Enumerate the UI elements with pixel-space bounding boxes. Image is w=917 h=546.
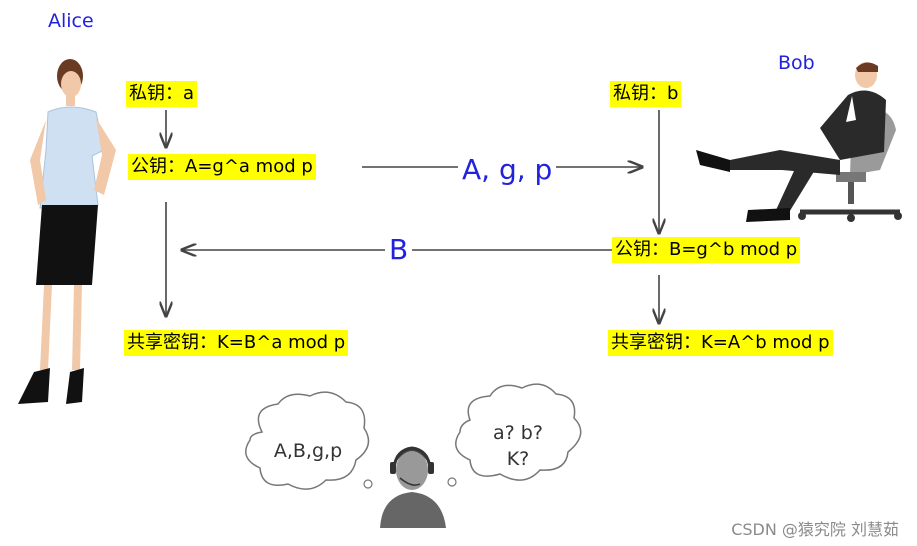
alice-figure bbox=[18, 59, 116, 404]
bob-figure bbox=[696, 62, 902, 222]
bob-private-key: 私钥：b bbox=[610, 81, 681, 107]
alice-shared-key: 共享密钥：K=B^a mod p bbox=[124, 330, 348, 356]
bob-name: Bob bbox=[778, 52, 815, 74]
transmission-to-bob: A, g, p bbox=[458, 154, 556, 186]
question-line-2: K? bbox=[468, 446, 568, 472]
bob-public-key: 公钥：B=g^b mod p bbox=[612, 237, 800, 263]
alice-name: Alice bbox=[48, 10, 94, 32]
eavesdropper-figure bbox=[380, 447, 446, 528]
alice-public-key: 公钥：A=g^a mod p bbox=[128, 154, 316, 180]
question-line-1: a? b? bbox=[468, 420, 568, 446]
bob-shared-key: 共享密钥：K=A^b mod p bbox=[608, 330, 833, 356]
eavesdropper-known-values: A,B,g,p bbox=[262, 438, 354, 464]
eavesdropper-question: a? b? K? bbox=[468, 420, 568, 472]
alice-private-key: 私钥：a bbox=[126, 81, 197, 107]
watermark: CSDN @猿究院 刘慧茹 bbox=[731, 516, 899, 540]
transmission-to-alice: B bbox=[385, 234, 412, 266]
